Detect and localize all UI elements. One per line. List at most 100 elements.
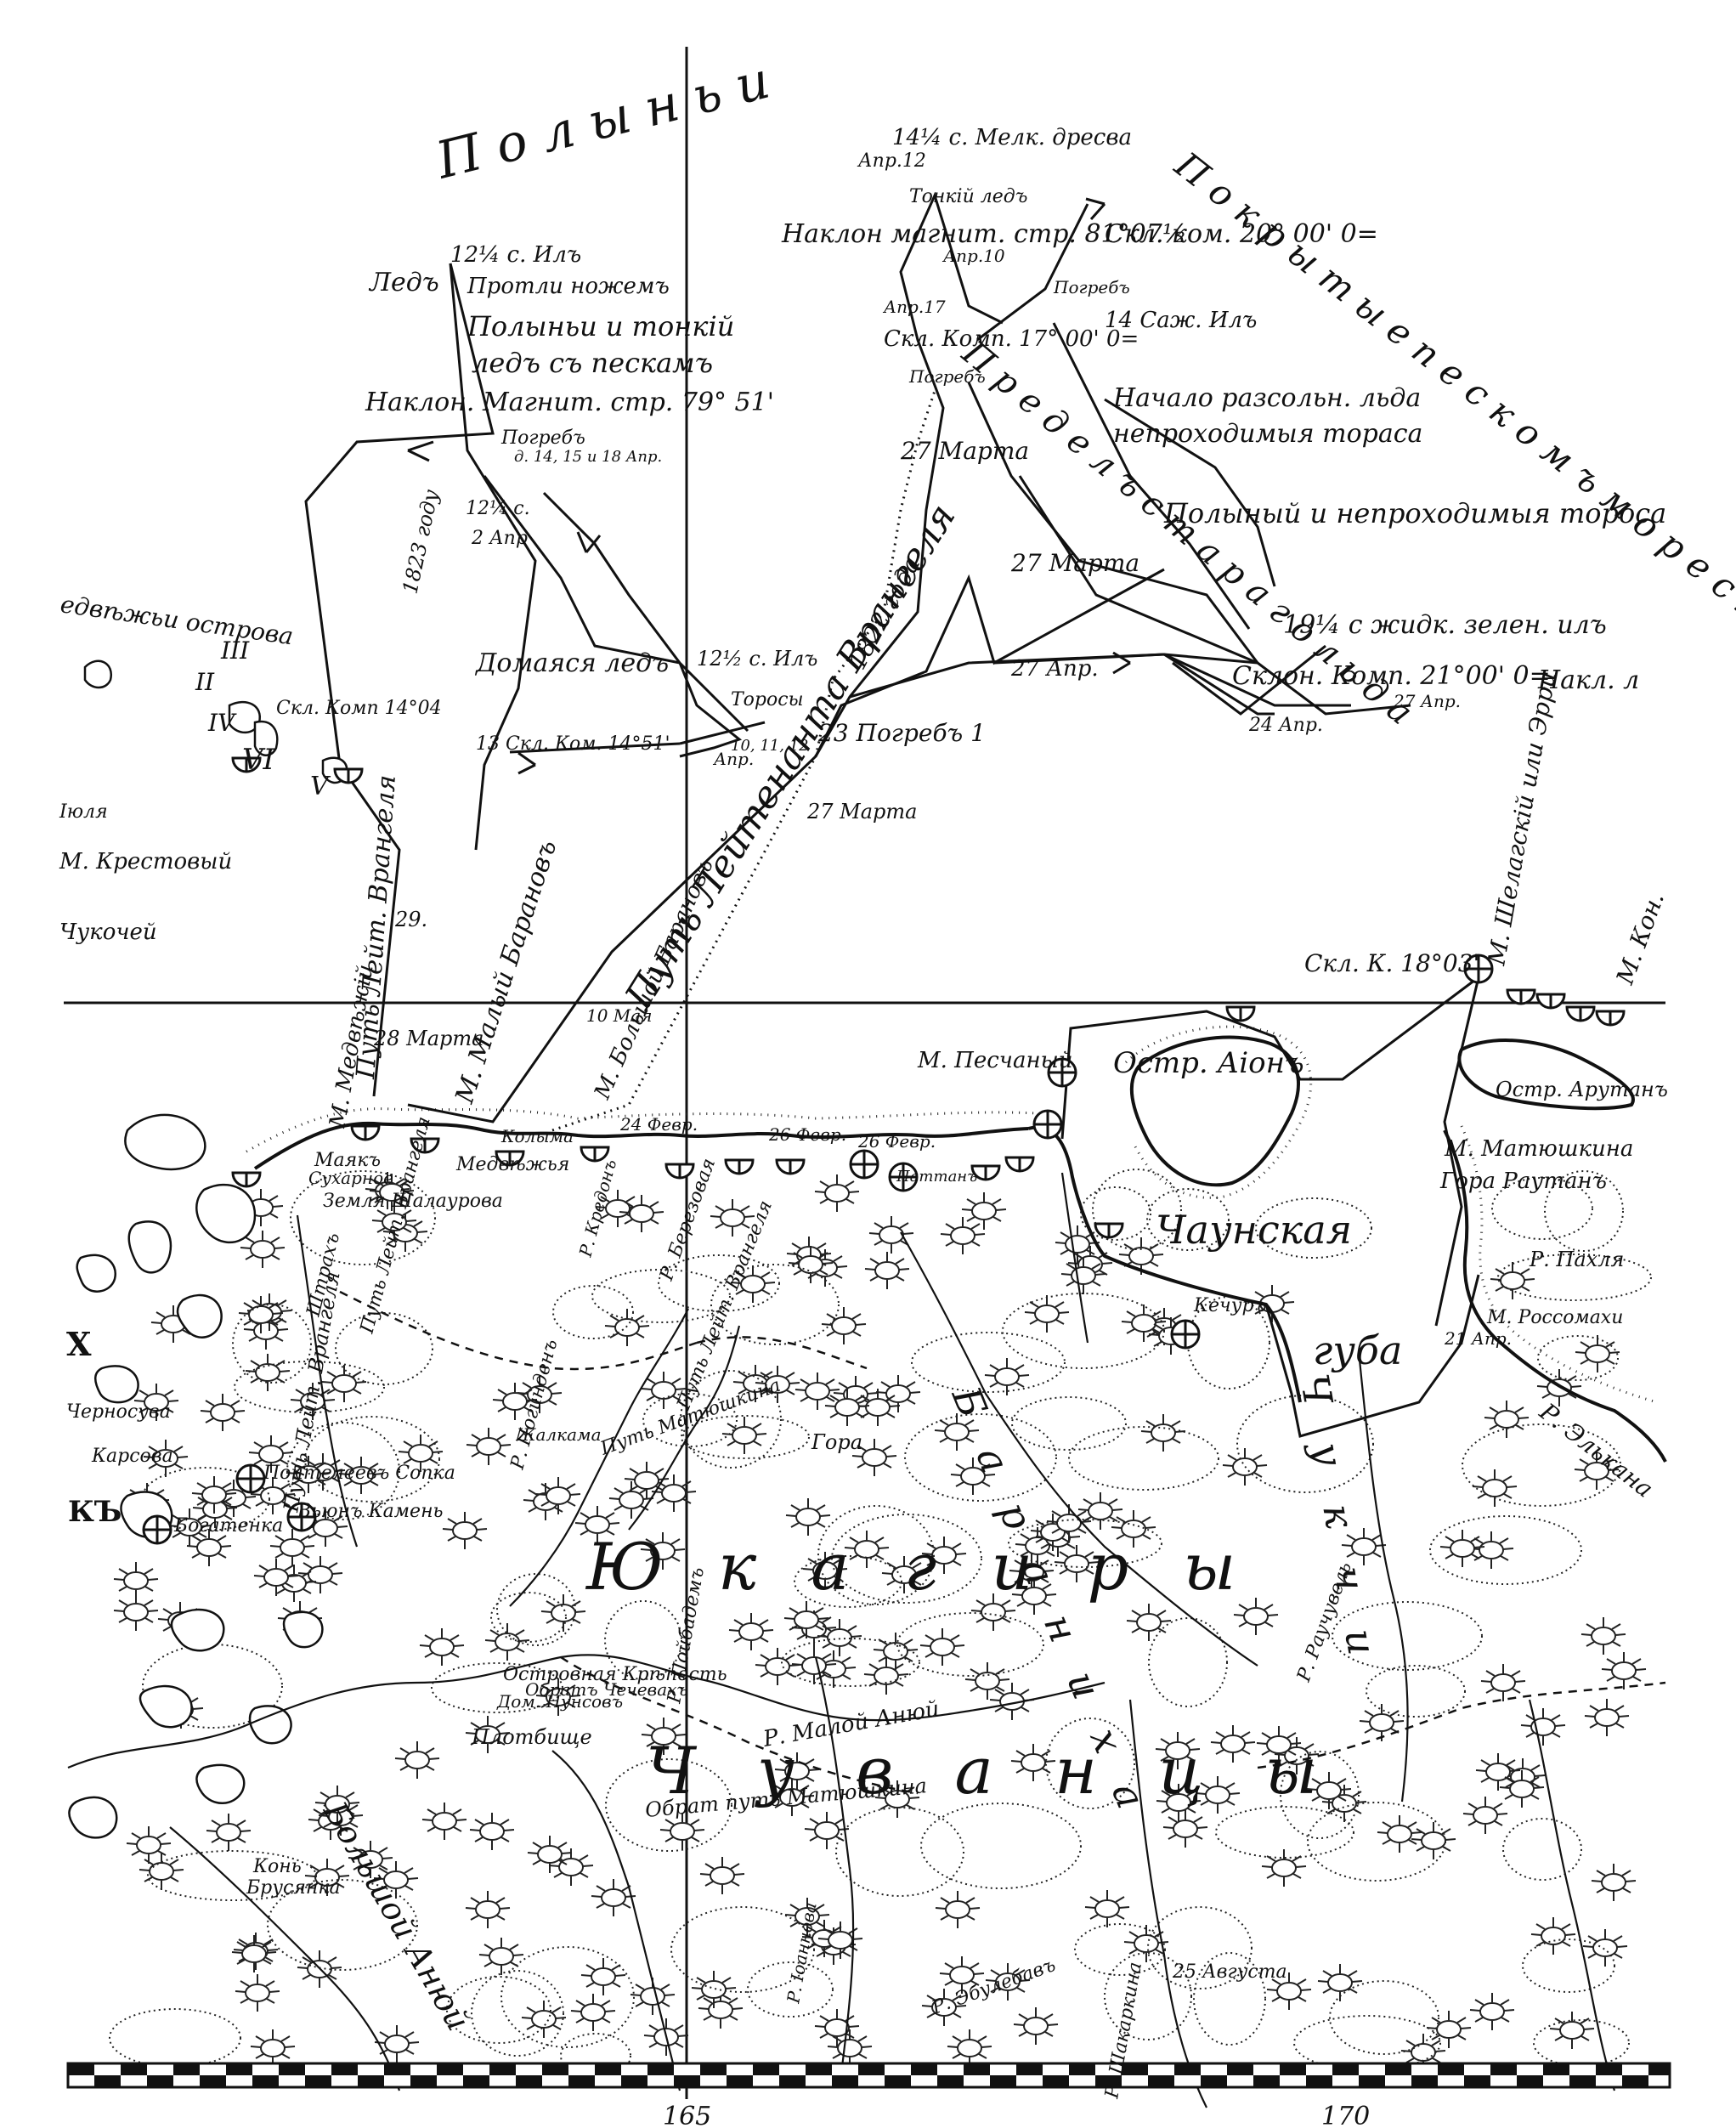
land-labels-8: Богатенка: [173, 1515, 283, 1537]
scale-bar-cell: [1596, 2063, 1622, 2075]
ice-labels-36: 10, 11, 12: [731, 737, 809, 755]
ridge-contour: [1462, 1423, 1621, 1507]
hill-icon: [1126, 1603, 1172, 1642]
ridge-contour: [1236, 1395, 1374, 1493]
scale-bar-cell: [542, 2063, 568, 2075]
scale-bar-cell: [1490, 2063, 1517, 2075]
hill-icon: [868, 1215, 914, 1254]
hill-icon: [466, 1427, 512, 1466]
ridge-contour: [1522, 1938, 1615, 1993]
ice-labels-25: Полыньи и тонкій: [467, 310, 734, 342]
ice-labels-18: Склон. Комп. 21°00' 0=: [1232, 661, 1551, 691]
scale-bar-cell: [1622, 2075, 1648, 2087]
ridge-contour: [109, 2008, 241, 2068]
land-labels-11: Дом. Нунсовъ: [496, 1691, 623, 1712]
ridge-contour: [1537, 1335, 1619, 1381]
scale-bar-cell: [647, 2063, 674, 2075]
hill-icon: [1601, 1651, 1647, 1690]
hill-icon: [1584, 1698, 1630, 1737]
depot-marker-icon: [664, 1163, 695, 1180]
ridge-contour: [1193, 1952, 1266, 2046]
island-num-ii: II: [195, 668, 215, 696]
ridge-contour: [234, 1361, 385, 1413]
hill-icon: [814, 1174, 860, 1213]
ridge-contour: [286, 1422, 400, 1520]
hill-icon: [1426, 2010, 1472, 2049]
hill-icon: [540, 1593, 586, 1633]
scale-bar-cell: [516, 2075, 542, 2087]
land-labels-13: Обратъ Чечевахъ: [525, 1679, 688, 1700]
ridge-contour: [1147, 1906, 1253, 1989]
land-routes: [339, 1290, 1666, 1795]
ridge-contour: [1293, 2015, 1441, 2071]
scale-bar-cell: [621, 2075, 647, 2087]
ice-labels-10: Погребъ: [908, 366, 986, 387]
ridge-contour: [835, 1807, 964, 1897]
ice-labels-1: Апр.12: [857, 150, 926, 172]
ice-labels-0: 14¼ с. Мелк. дресва: [892, 125, 1132, 150]
hill-icon: [1411, 1821, 1456, 1860]
coast-labels-15: М. Матюшкина: [1444, 1136, 1633, 1162]
ice-labels-17: 27 Апр.: [1010, 656, 1099, 682]
scale-bar-cell: [358, 2075, 384, 2087]
hill-icon: [1582, 1928, 1628, 1967]
scale-bar-cell: [1543, 2063, 1569, 2075]
scale-bar: [66, 2062, 1671, 2089]
ridge-contour: [1148, 1617, 1228, 1707]
ice-labels-4: Апр.10: [942, 246, 1005, 266]
coast-labels-2: М. Малый Барановъ: [450, 836, 563, 1107]
scale-bar-cell: [727, 2075, 753, 2087]
island-num-vi: VI: [242, 743, 275, 777]
ice-labels-30: 12¼ с.: [466, 498, 530, 519]
hill-icon: [804, 1811, 850, 1850]
hill-icon: [139, 1852, 184, 1891]
ice-labels-37: Апр.: [712, 749, 754, 769]
ridge-contour: [1255, 1197, 1372, 1259]
hill-icon: [1480, 1663, 1526, 1702]
ridge-contour: [604, 1600, 682, 1680]
ridge-contour: [911, 1332, 1066, 1393]
hill-icon: [1084, 1889, 1130, 1928]
depot-marker-icon: [1094, 1222, 1124, 1239]
ice-labels-16: 27 Марта: [1010, 549, 1139, 577]
hill-icon: [755, 1647, 800, 1686]
hill-icon: [484, 1622, 530, 1661]
ice-labels-26: ледъ съ пескамъ: [472, 347, 713, 379]
ridge-contour: [658, 1254, 780, 1312]
coast-labels-20: Земля Шалаурова: [323, 1191, 503, 1212]
hill-icon: [919, 1627, 965, 1667]
hill-icon: [113, 1561, 159, 1600]
hill-icon: [250, 2029, 296, 2068]
ice-labels-27: Наклон. Магнит. стр. 79° 51': [365, 388, 774, 417]
ridge-contour: [1104, 1952, 1192, 2040]
coast-labels-26: 21 Апр.: [1444, 1328, 1512, 1349]
ridge-contour: [335, 1312, 433, 1385]
island-text: едвѣжьи острова III II IV VI V: [59, 590, 331, 801]
scale-bar-cell: [568, 2075, 595, 2087]
depot-marker-icon: [350, 1124, 381, 1141]
scale-bar-cell: [147, 2075, 173, 2087]
ridge-contour: [920, 1803, 1082, 1889]
hill-icon: [1162, 1809, 1208, 1848]
ridge-contour: [794, 1555, 902, 1608]
ice-labels-13: 27 Марта: [900, 437, 1029, 465]
hill-icon: [1261, 1848, 1307, 1887]
route-day-label: 29.: [394, 908, 427, 931]
hill-icon: [421, 1802, 467, 1841]
ridge-contour: [552, 1285, 634, 1339]
scale-bar-cell: [1201, 2075, 1227, 2087]
scale-bar-cell: [279, 2063, 305, 2075]
coast-labels-4: М. Большой Барановъ: [590, 855, 719, 1104]
hill-icon: [200, 1393, 246, 1432]
coastline: [246, 1025, 1667, 1463]
left-margin-k: КЪ: [68, 1495, 122, 1529]
hill-icon: [465, 1890, 511, 1929]
ridge-contour: [642, 1393, 738, 1447]
scale-bar-cell: [911, 2063, 937, 2075]
hill-icon: [1490, 1261, 1535, 1300]
left-margin-x: Х: [66, 1325, 92, 1363]
land-labels-5: Жалкама: [515, 1424, 602, 1445]
ice-labels-5: Скл. ком. 20° 00' 0=: [1105, 219, 1378, 249]
hill-icon: [245, 1353, 291, 1392]
